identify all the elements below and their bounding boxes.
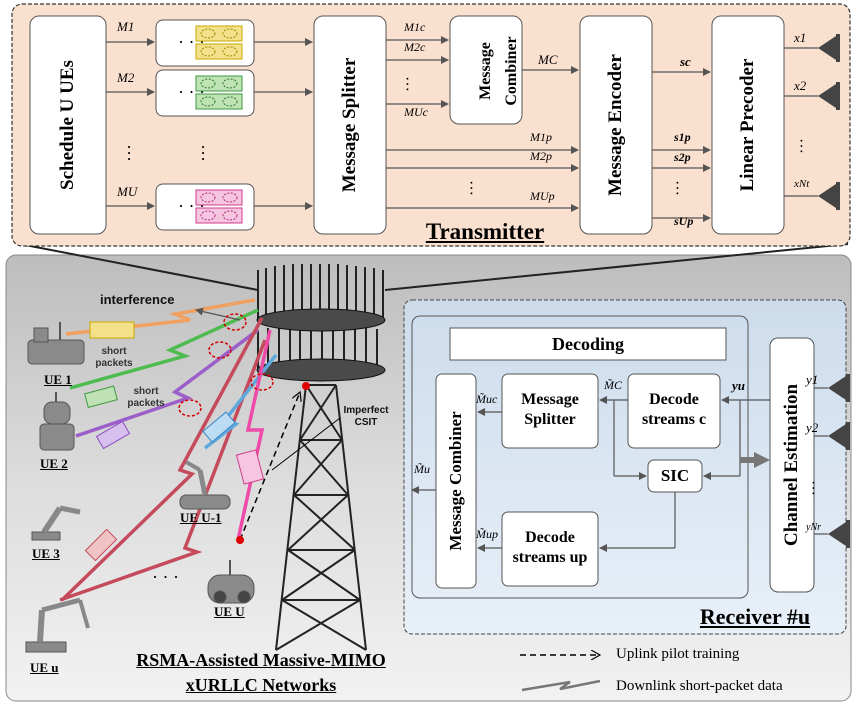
- label-sc: sc: [680, 54, 691, 69]
- svg-text:···: ···: [792, 138, 809, 154]
- encoder-block: [579, 15, 653, 235]
- imperfect-csit-label: Imperfect CSIT: [343, 405, 389, 428]
- label-m2: M2: [117, 70, 135, 85]
- svg-text:···: ···: [668, 180, 685, 196]
- rx-combiner-label: Message Combiner: [446, 411, 465, 551]
- receiver: ···: [411, 315, 850, 599]
- ue-label-u-1: UE U-1: [180, 510, 222, 525]
- label-s1p: s1p: [674, 130, 691, 144]
- network-title-line2: xURLLC Networks: [185, 675, 337, 695]
- label-ynr: yNr: [806, 522, 821, 533]
- packets: [84, 321, 265, 562]
- queue-u: · · ·: [155, 183, 255, 231]
- rx-splitter-label: Message Splitter: [521, 391, 579, 428]
- ue-label-big-u: UE U: [214, 604, 245, 619]
- label-x1: x1: [794, 30, 807, 45]
- label-m2c: M2c: [404, 40, 426, 54]
- network-title-line1: RSMA-Assisted Massive-MIMO: [136, 650, 386, 670]
- ue-label-2: UE 2: [40, 456, 68, 471]
- label-muc: MUc: [404, 105, 428, 119]
- ue-label-1: UE 1: [44, 372, 72, 387]
- decoding-header: [449, 327, 727, 361]
- svg-text:···: ···: [398, 76, 415, 92]
- label-mu-tilde: M̃u: [414, 462, 430, 476]
- transmitter-title: Transmitter: [425, 219, 545, 244]
- combiner-label: Message Combiner: [477, 36, 520, 106]
- label-y2: y2: [806, 420, 819, 435]
- short-packets-label-2: short packets: [127, 386, 165, 409]
- receiver-title: Receiver #u: [699, 604, 811, 629]
- legend-downlink: Downlink short-packet data: [616, 678, 783, 694]
- decode-sup-label: Decode streams up: [512, 529, 588, 566]
- ue-label-3: UE 3: [32, 546, 60, 561]
- transmitter: · · · · · · · · · ·: [29, 15, 840, 235]
- label-mc-tilde: M̃C: [604, 378, 622, 392]
- decode-sc-block: [627, 373, 721, 449]
- svg-text:···: ···: [462, 180, 479, 196]
- label-xnt: xNt: [794, 178, 810, 190]
- interference-label: interference: [100, 292, 175, 307]
- svg-text:· · ·: · · ·: [152, 567, 179, 587]
- label-m1: M1: [117, 19, 135, 34]
- channel-est-block: [769, 337, 815, 593]
- decode-sup-block: [501, 511, 599, 587]
- label-m1p: M1p: [530, 130, 552, 144]
- label-s2p: s2p: [674, 150, 691, 164]
- label-yu: yu: [732, 378, 745, 393]
- label-m2p: M2p: [530, 149, 552, 163]
- splitter-label: Message Splitter: [339, 57, 360, 193]
- tx-antennas: [818, 34, 840, 210]
- label-mup: MUp: [530, 189, 555, 203]
- schedule-block: [29, 15, 107, 235]
- queue-1: · · ·: [155, 19, 255, 67]
- svg-text:···: ···: [193, 144, 213, 162]
- svg-text:···: ···: [119, 144, 139, 162]
- precoder-label: Linear Precoder: [737, 58, 758, 192]
- svg-text:···: ···: [804, 480, 821, 496]
- downlink-beams: [59, 298, 278, 602]
- precoder-block: [711, 15, 785, 235]
- rx-splitter-block: [501, 373, 599, 449]
- ue-devices: [25, 322, 255, 653]
- legend-uplink: Uplink pilot training: [616, 646, 740, 662]
- decoding-title: Decoding: [552, 334, 624, 354]
- queue-2: · · ·: [155, 69, 255, 117]
- label-muc-tilde: M̃uc: [476, 392, 498, 406]
- schedule-label: Schedule U UEs: [57, 60, 78, 190]
- rx-combiner-block: [435, 373, 477, 589]
- label-mup-tilde: M̃up: [476, 527, 498, 541]
- short-packets-label-1: short packets: [95, 346, 133, 369]
- ue-label-small-u: UE u: [30, 660, 59, 675]
- rx-antennas: [828, 374, 850, 548]
- decode-sc-label: Decode streams c: [641, 391, 707, 428]
- sic-label: SIC: [660, 466, 690, 485]
- encoder-label: Message Encoder: [605, 54, 626, 196]
- label-sup: sUp: [674, 214, 694, 228]
- label-mu: MU: [117, 184, 138, 199]
- splitter-block: [313, 15, 387, 235]
- channel-est-label: Channel Estimation: [781, 383, 802, 547]
- label-mc: MC: [538, 52, 558, 67]
- label-y1: y1: [806, 372, 819, 387]
- label-x2: x2: [794, 78, 807, 93]
- base-station-tower: [256, 264, 386, 651]
- label-m1c: M1c: [404, 20, 426, 34]
